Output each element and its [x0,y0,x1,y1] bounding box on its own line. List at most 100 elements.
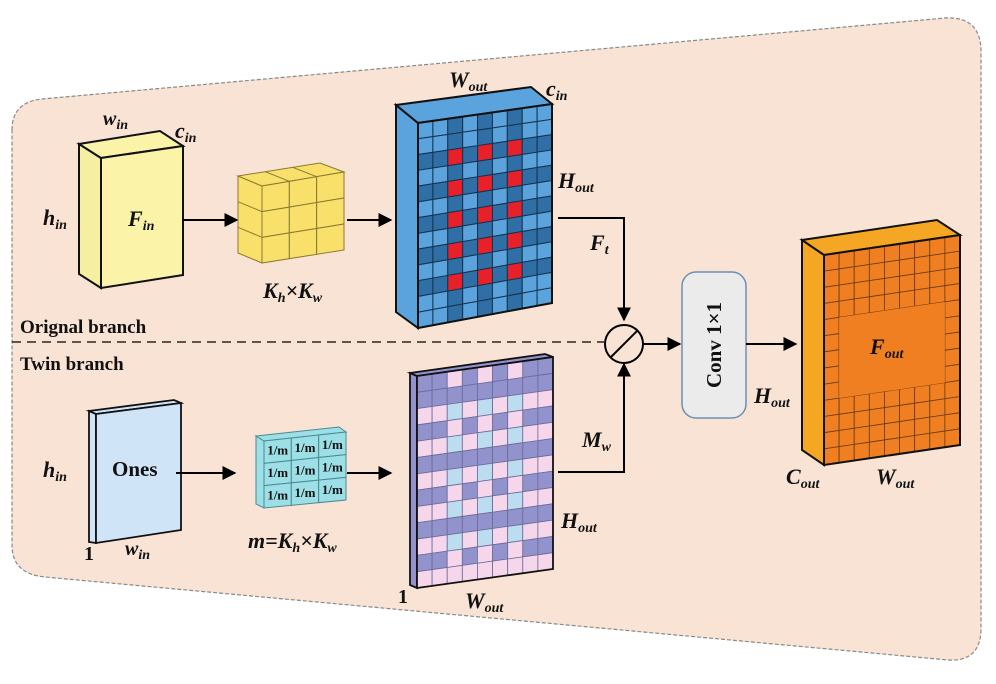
mean-kernel-cell-text: 1/m [267,488,288,503]
output-cell [884,259,900,279]
output-cell [838,427,855,448]
output-cell [823,300,840,321]
featuremap-cell [521,136,538,156]
output-cell [868,407,885,427]
featuremap-cell [447,209,464,230]
featuremap-cell [536,164,553,184]
featuremap-cell [536,179,553,199]
mask-cell [477,446,493,466]
featuremap-cell [477,127,493,147]
mask-cell [492,525,509,546]
mask-cell [416,406,433,426]
featuremap-cell [447,131,464,151]
mask-cell [477,544,493,564]
output-cell [823,284,840,304]
mask-cell [461,383,478,403]
mask-cell [507,507,524,527]
mask-cell [537,356,554,376]
mask-cell [416,471,433,491]
output-label-patch [839,301,945,399]
output-cell [914,384,931,404]
output-cell [929,269,946,289]
mask-front-outline [416,355,554,590]
mask-cell [522,391,539,411]
mask-cell [492,444,509,464]
output-cell [899,289,916,309]
mean-kernel-side [255,435,265,509]
mask-cell [537,470,554,491]
mw-label: Mw [581,427,612,455]
featuremap-cell [432,133,449,153]
featuremap-cell [417,151,434,171]
feature-map-block [393,85,555,330]
output-cell [884,404,900,425]
output-cell [929,414,946,434]
featuremap-cell [477,204,493,225]
twin-branch-label: Twin branch [20,354,124,375]
featuremap-cell [477,220,493,240]
featuremap-cell [432,149,449,169]
mask-cell [522,521,539,542]
mask-width-label: Wout [465,588,504,616]
ones-width-label: win [125,538,150,563]
mask-cell [537,503,554,523]
mask-cell [416,503,433,524]
output-cell [853,280,870,300]
mask-cell [492,460,509,481]
kernel-size-label: Kh×Kw [262,278,323,306]
output-cell [868,294,885,314]
mask-cell [492,542,509,562]
output-cell [853,425,870,445]
output-channel-label: Cout [786,464,820,492]
output-cell [944,363,961,384]
output-cell [853,409,870,429]
mask-cell [431,550,448,571]
mask-cell [446,369,463,389]
arrow-ft-to-operator [558,217,631,322]
mask-cell [416,422,433,442]
output-cell [929,252,946,273]
mask-cell [492,428,509,448]
mask-side [409,371,418,590]
kernel-edge [237,226,263,238]
featuremap-cell [447,240,464,261]
mask-cell [537,405,554,425]
mask-cell [507,458,524,478]
featuremap-cell [462,145,479,165]
mask-cell [416,552,433,573]
kernel-cell [288,176,318,208]
mask-cell [416,454,433,475]
mask-cell [477,511,493,532]
input-width-label: win [103,108,128,133]
ft-label: Ft [589,230,610,258]
mask-cell [492,509,509,529]
featuremap-front-outline [417,102,553,330]
output-cell [868,261,885,282]
output-cell [823,381,840,401]
featuremap-cell [447,178,464,198]
mask-cell [416,569,433,589]
mask-cell [431,501,448,522]
featuremap-cell [477,142,493,162]
output-cell [884,421,900,441]
arrow-mw-to-operator [558,362,631,473]
output-cell [899,273,916,293]
mean-kernel-cell-text: 1/m [322,437,343,452]
ones-label: Ones [112,457,158,481]
mask-cell [431,452,448,473]
mask-cell [446,401,463,422]
output-cell [884,291,900,312]
mask-cell [446,532,463,552]
ones-block-front [95,401,182,545]
mask-cell [477,430,493,450]
output-side [801,238,825,467]
output-cell [944,396,961,416]
output-cell [823,430,840,450]
featuremap-cell [417,246,434,266]
mean-kernel-cell-text: 1/m [295,485,316,500]
output-feature-block: Fout [799,218,963,467]
mask-cell [537,389,554,409]
conv1x1-block: Conv 1×1 [681,271,747,419]
featuremap-side [395,102,419,330]
mask-cell [416,487,433,507]
